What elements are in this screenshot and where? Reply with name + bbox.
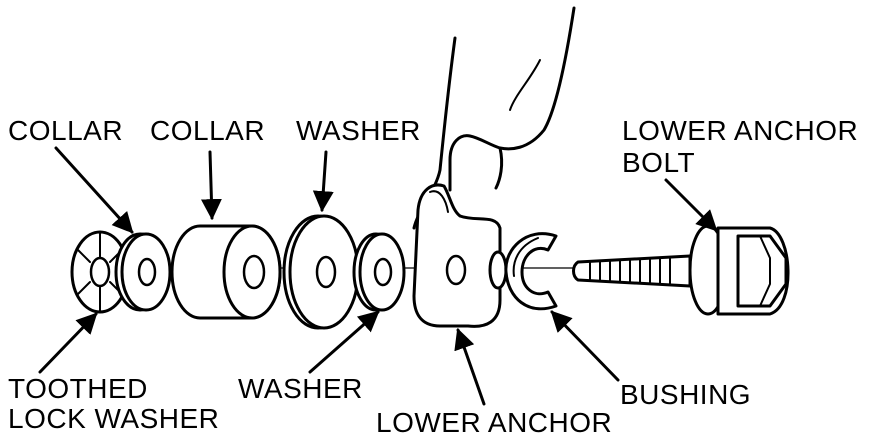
washer-small: [352, 232, 406, 312]
label-washer-bottom: WASHER: [238, 373, 363, 404]
collar-large: [170, 224, 282, 320]
label-lower-anchor: LOWER ANCHOR: [376, 407, 612, 438]
lower-anchor-bracket: [412, 183, 508, 328]
arrow-lower-anchor: [454, 328, 486, 406]
label-bushing: BUSHING: [620, 379, 751, 410]
toothed-lock-washer: [70, 230, 130, 314]
arrow-washer-top: [312, 150, 334, 213]
washer-large: [282, 214, 360, 330]
bushing: [504, 232, 558, 311]
label-lower-anchor-bolt-line1: LOWER ANCHOR: [622, 115, 858, 146]
label-collar-middle: COLLAR: [150, 115, 265, 146]
lower-anchor-bolt: [572, 224, 790, 316]
arrow-collar-left: [54, 146, 134, 234]
arrow-collar-middle: [200, 150, 222, 221]
arrow-washer-bottom: [308, 310, 380, 374]
arrow-toothed-lock-washer: [38, 312, 98, 374]
label-toothed-line1: TOOTHED: [8, 373, 148, 404]
arrow-bushing: [550, 310, 620, 382]
label-toothed-line2: LOCK WASHER: [8, 403, 219, 434]
label-lower-anchor-bolt-line2: BOLT: [622, 147, 695, 178]
label-collar-left: COLLAR: [8, 115, 123, 146]
arrow-lower-anchor-bolt: [664, 178, 718, 232]
label-washer-top: WASHER: [296, 115, 421, 146]
collar-small: [114, 232, 172, 312]
